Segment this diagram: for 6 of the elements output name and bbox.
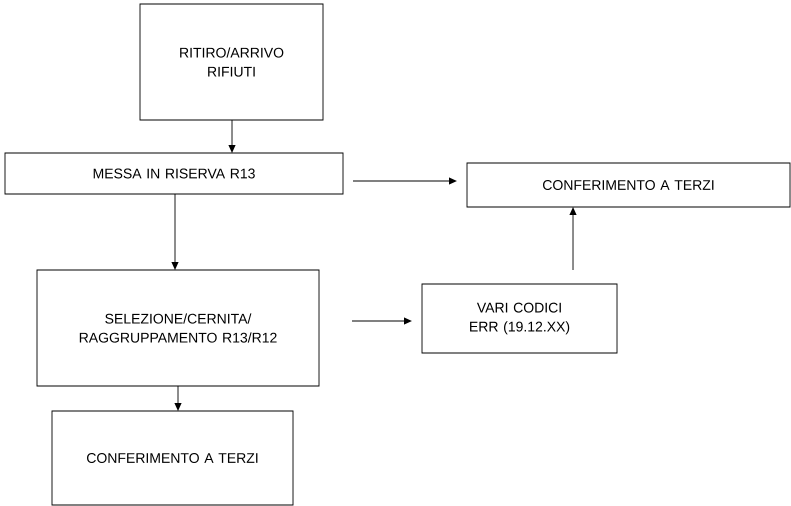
- process-box: VARI CODICI ERR (19.12.XX): [422, 284, 618, 354]
- process-box: CONFERIMENTO A TERZI: [52, 410, 294, 506]
- process-box: CONFERIMENTO A TERZI: [466, 162, 790, 208]
- process-box: MESSA IN RISERVA R13: [4, 152, 344, 194]
- process-box: RITIRO/ARRIVO RIFIUTI: [140, 4, 324, 120]
- process-box: SELEZIONE/CERNITA/ RAGGRUPPAMENTO R13/R12: [36, 270, 320, 386]
